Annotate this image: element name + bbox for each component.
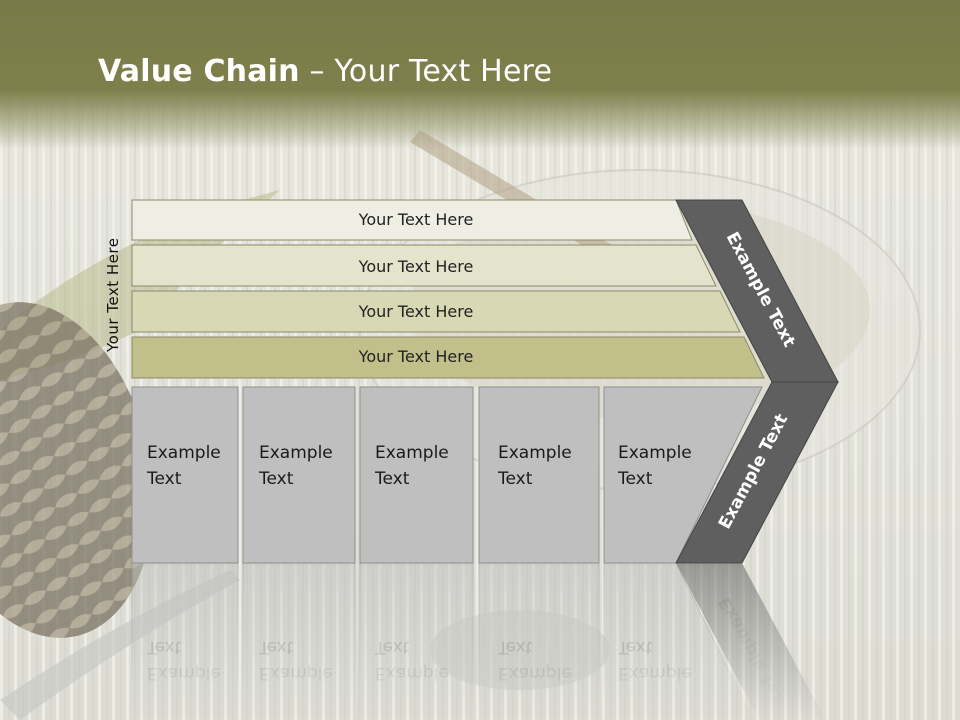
bar-3-label: Your Text Here xyxy=(358,302,474,321)
refl-box-4-line2: Text xyxy=(497,637,533,657)
box-2-line2: Text xyxy=(258,469,294,489)
refl-box-1-line1: Example xyxy=(147,663,221,683)
title-band xyxy=(0,0,960,150)
diagram-reflection: Example Text Example Text Example Text E… xyxy=(131,562,826,720)
box-1-line2: Text xyxy=(146,469,182,489)
box-4 xyxy=(478,386,600,564)
box-3-line1: Example xyxy=(375,443,449,463)
refl-box-3-line2: Text xyxy=(374,637,410,657)
bar-1-label: Your Text Here xyxy=(358,210,474,229)
box-4-line2: Text xyxy=(497,469,533,489)
refl-box-5-line2: Text xyxy=(617,637,653,657)
refl-box-2-line2: Text xyxy=(258,637,294,657)
box-2 xyxy=(242,386,356,564)
box-4-line1: Example xyxy=(498,443,572,463)
bar-4-label: Your Text Here xyxy=(358,347,474,366)
page-title: Value Chain – Your Text Here xyxy=(98,54,552,89)
refl-box-4-line1: Example xyxy=(498,663,572,683)
title-rest: – Your Text Here xyxy=(299,54,553,89)
refl-box-5-line1: Example xyxy=(618,663,692,683)
bar-3 xyxy=(131,290,741,333)
refl-box-1-line2: Text xyxy=(146,637,182,657)
bar-4 xyxy=(131,336,765,379)
bar-2 xyxy=(131,244,717,287)
box-3-line2: Text xyxy=(374,469,410,489)
box-3 xyxy=(359,386,474,564)
box-1 xyxy=(131,386,239,564)
box-2-line1: Example xyxy=(259,443,333,463)
bar-2-label: Your Text Here xyxy=(358,257,474,276)
box-5-line1: Example xyxy=(618,443,692,463)
box-1-line1: Example xyxy=(147,443,221,463)
box-5-line2: Text xyxy=(617,469,653,489)
refl-box-3-line1: Example xyxy=(375,663,449,683)
title-bold: Value Chain xyxy=(98,54,300,89)
bar-1 xyxy=(131,199,693,241)
refl-box-2-line1: Example xyxy=(259,663,333,683)
